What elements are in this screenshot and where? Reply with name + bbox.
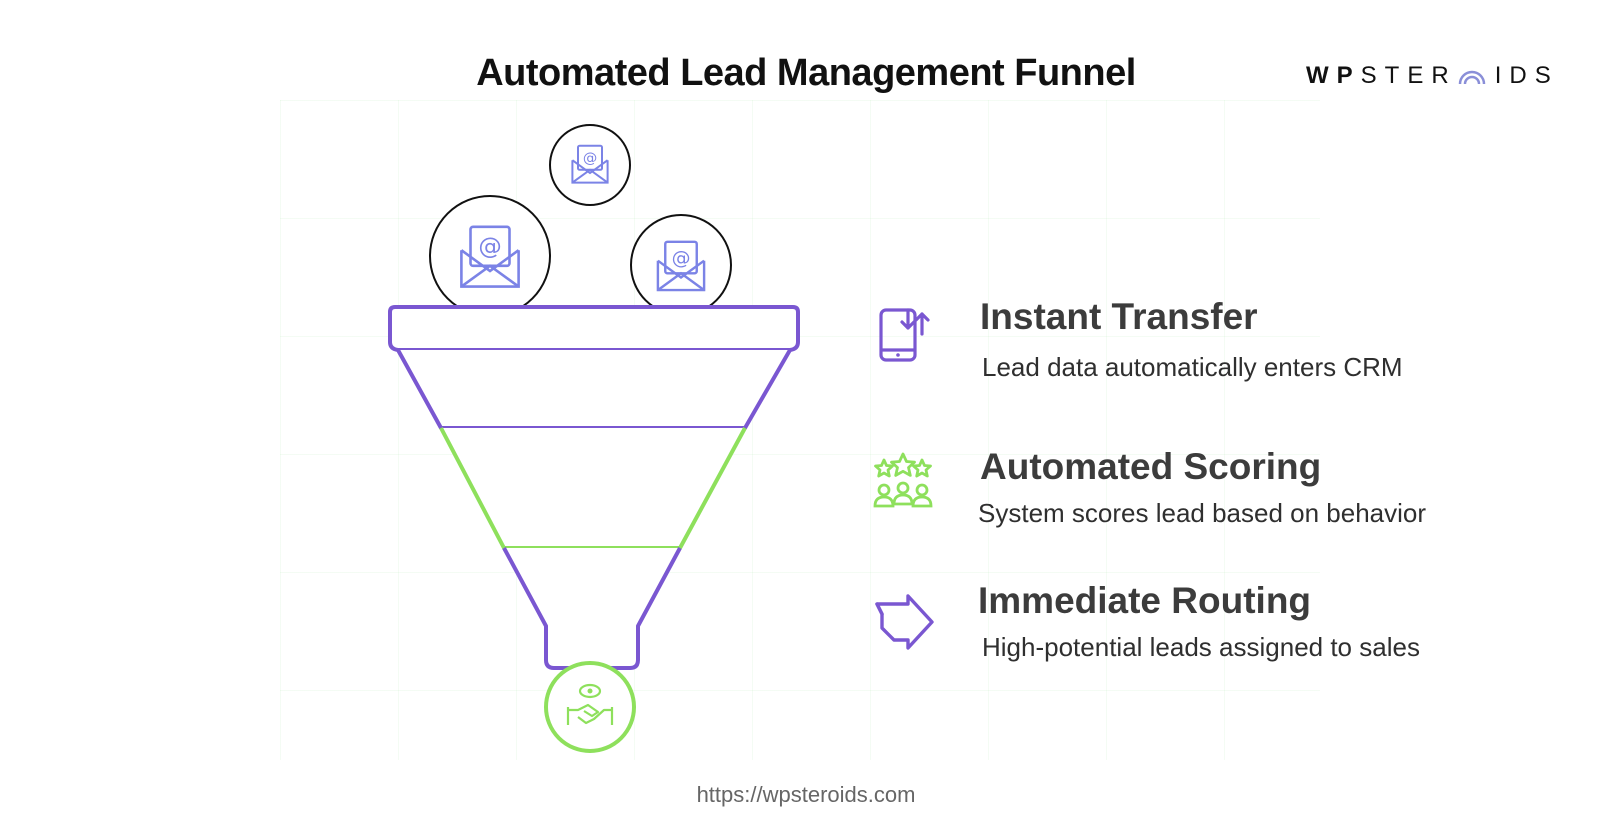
email-input-top: @ bbox=[549, 124, 631, 206]
step-heading: Immediate Routing bbox=[978, 580, 1312, 621]
email-input-left: @ bbox=[429, 195, 551, 317]
step-immediate-routing: Immediate Routing High-potential leads a… bbox=[870, 580, 1570, 670]
step-instant-transfer: Instant Transfer Lead data automatically… bbox=[870, 296, 1570, 386]
step-heading: Instant Transfer bbox=[980, 296, 1258, 337]
funnel-section-middle bbox=[439, 427, 747, 550]
brand-logo: WP STER IDS bbox=[1306, 62, 1559, 90]
svg-text:@: @ bbox=[478, 232, 501, 260]
step-description: System scores lead based on behavior bbox=[978, 498, 1427, 528]
step-description: Lead data automatically enters CRM bbox=[982, 352, 1403, 382]
handshake-icon bbox=[566, 683, 614, 725]
brand-text-part3: IDS bbox=[1494, 62, 1559, 89]
brand-arc-icon bbox=[1458, 70, 1485, 85]
email-input-right: @ bbox=[630, 214, 732, 316]
funnel-output bbox=[544, 661, 636, 753]
phone-transfer-icon bbox=[879, 308, 930, 362]
funnel-rim bbox=[388, 305, 800, 352]
scoring-stars-icon bbox=[873, 452, 933, 508]
routing-arrow-icon bbox=[875, 594, 934, 650]
brand-text-part1: WP bbox=[1306, 62, 1361, 89]
footer-url: https://wpsteroids.com bbox=[696, 782, 916, 807]
brand-text-part2: STER bbox=[1360, 62, 1457, 89]
email-icon: @ bbox=[571, 144, 609, 184]
step-description: High-potential leads assigned to sales bbox=[982, 632, 1420, 662]
funnel-section-bottom bbox=[502, 547, 682, 670]
page-title: Automated Lead Management Funnel bbox=[476, 52, 1136, 94]
email-icon: @ bbox=[656, 240, 706, 292]
step-heading: Automated Scoring bbox=[980, 446, 1322, 487]
step-automated-scoring: Automated Scoring System scores lead bas… bbox=[870, 446, 1570, 536]
funnel-section-top bbox=[396, 349, 792, 430]
svg-text:@: @ bbox=[672, 247, 691, 269]
email-icon: @ bbox=[460, 225, 520, 288]
svg-text:@: @ bbox=[583, 151, 597, 167]
